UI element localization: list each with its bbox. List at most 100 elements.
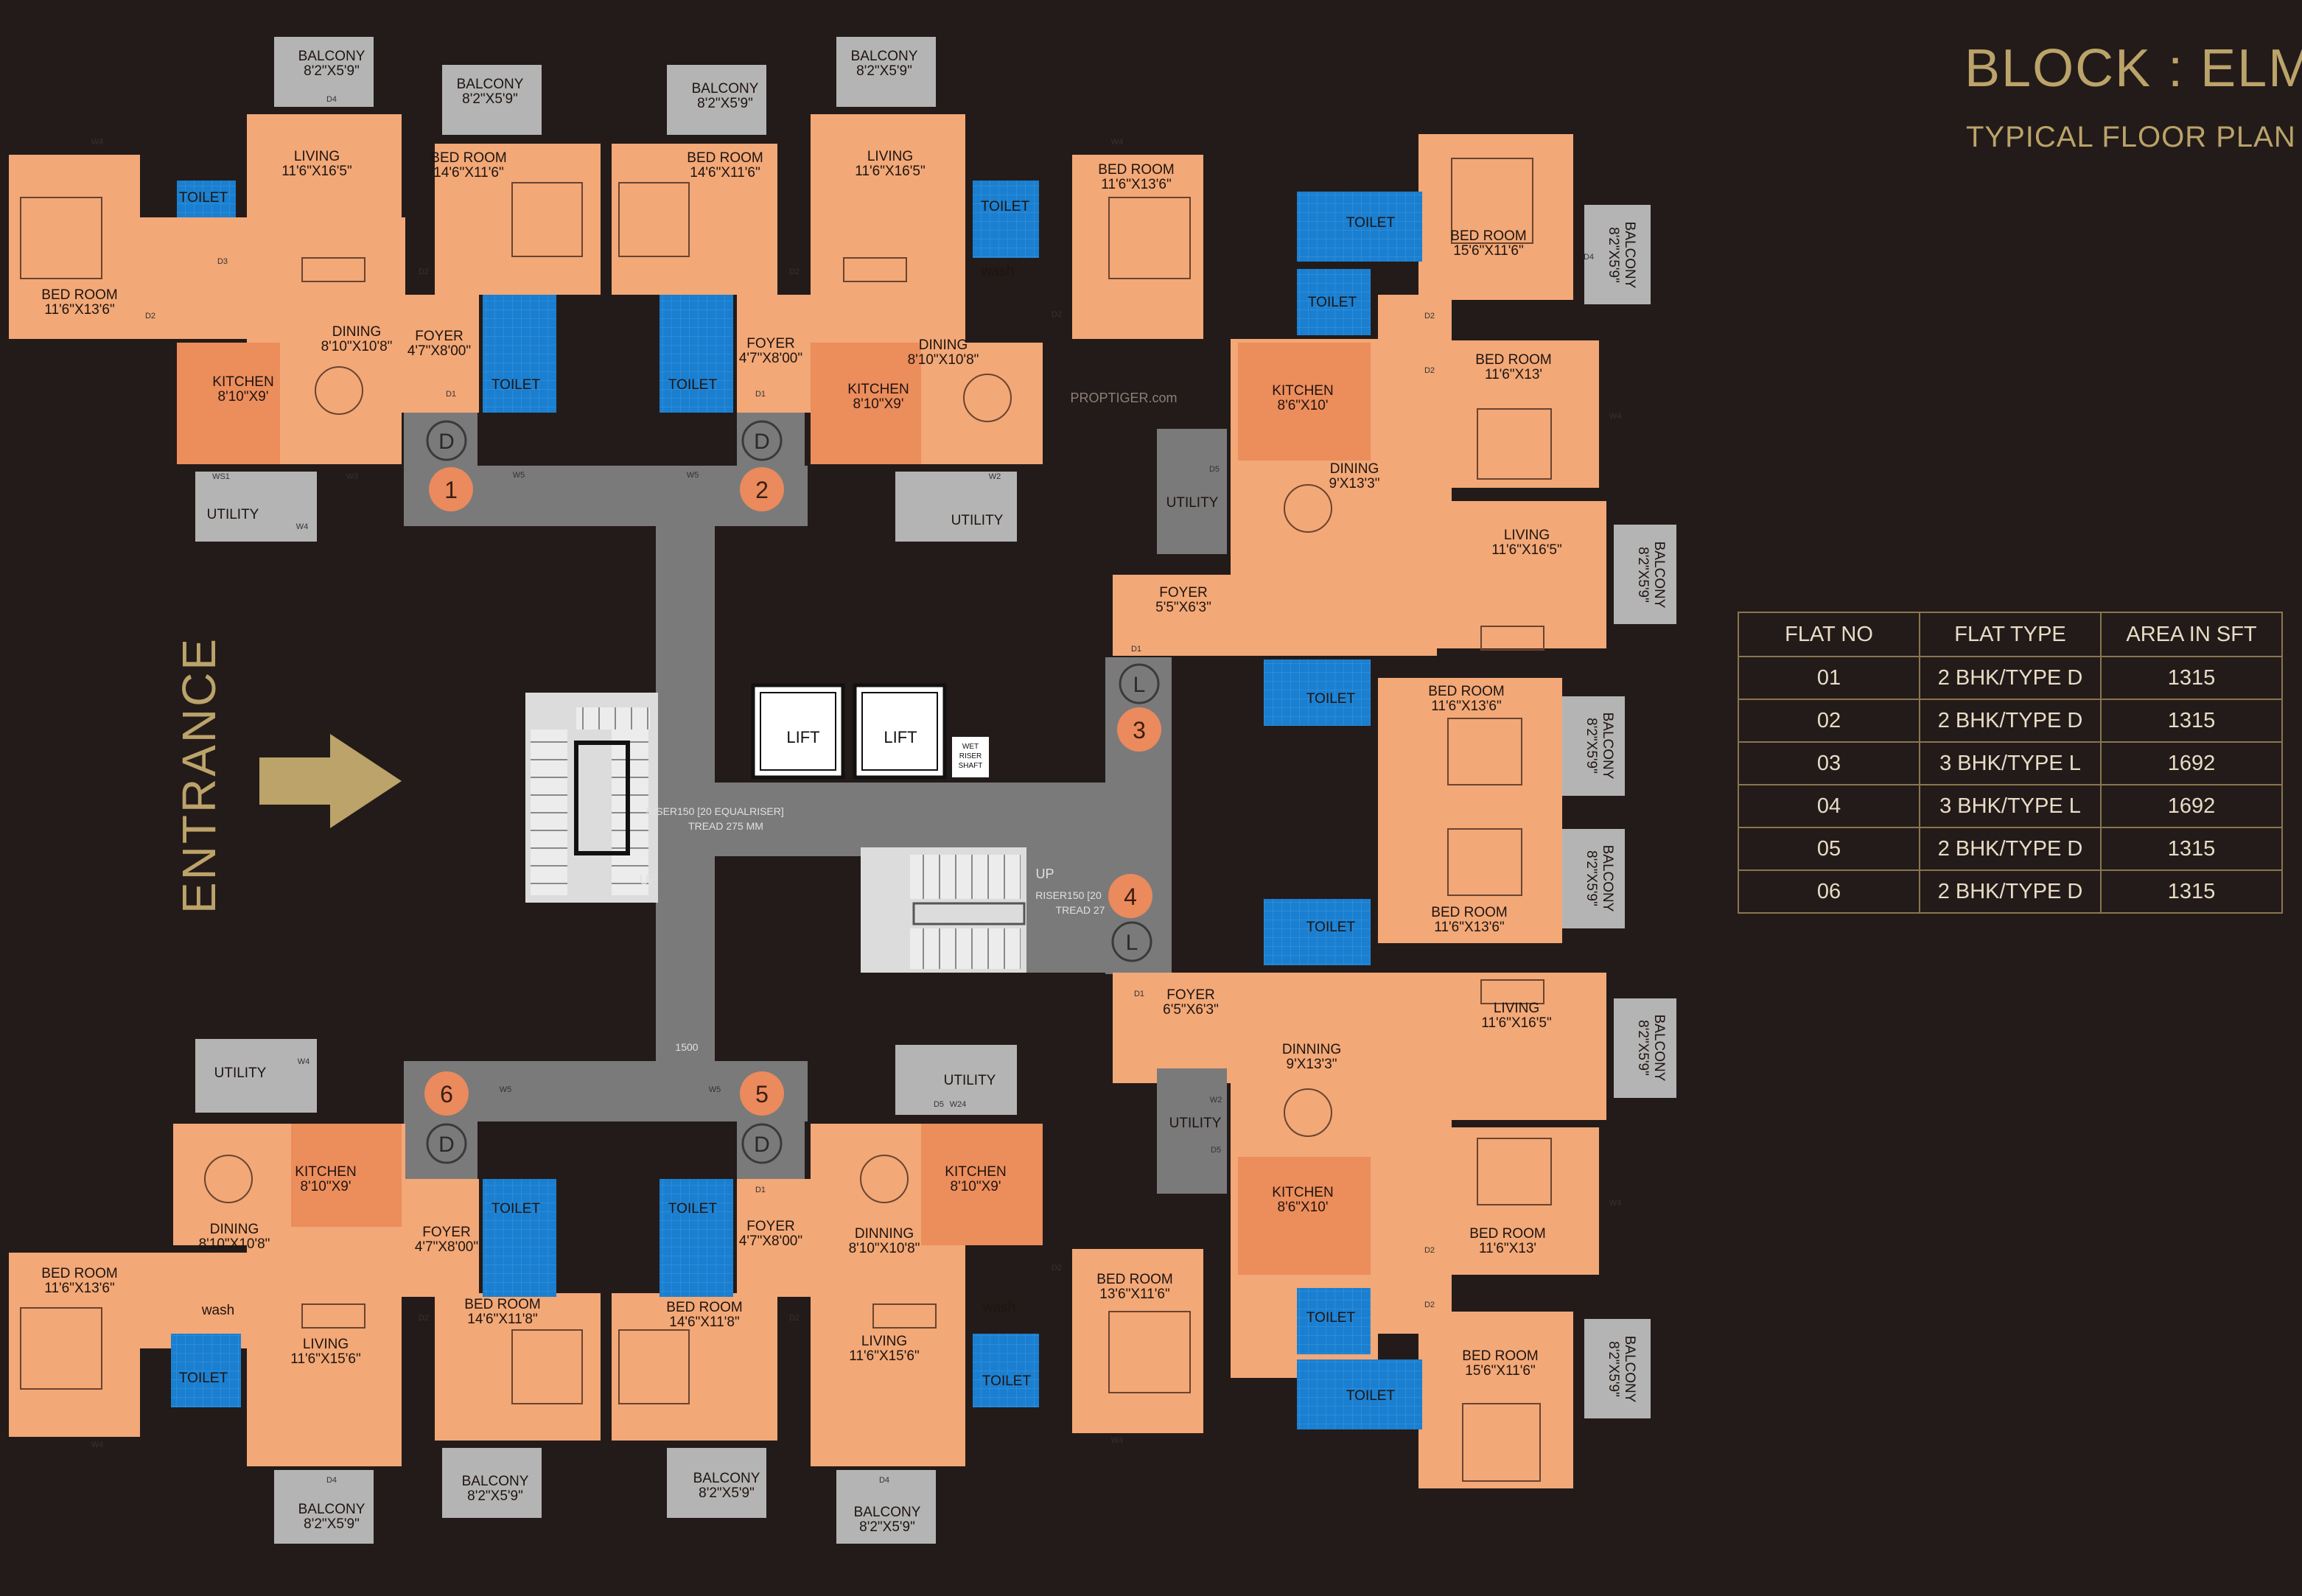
svg-text:11'6"X16'5": 11'6"X16'5" — [281, 164, 351, 179]
svg-text:BED ROOM: BED ROOM — [1096, 1272, 1172, 1287]
svg-text:TOILET: TOILET — [1306, 691, 1356, 707]
svg-text:BED ROOM: BED ROOM — [41, 1266, 117, 1281]
svg-text:8'2"X5'9": 8'2"X5'9" — [1635, 547, 1651, 603]
svg-text:TOILET: TOILET — [1306, 920, 1356, 935]
staircase-west — [525, 693, 658, 903]
window-tag: W2 — [989, 472, 1001, 481]
svg-text:BALCONY: BALCONY — [298, 1502, 365, 1517]
marker-2-label: 2 — [755, 477, 769, 503]
svg-text:8'10"X9': 8'10"X9' — [951, 1179, 1001, 1194]
page-subtitle: TYPICAL FLOOR PLAN — [1966, 121, 2296, 153]
svg-text:wash: wash — [981, 264, 1014, 279]
svg-text:DINING: DINING — [210, 1222, 259, 1237]
flat-05 — [612, 1045, 1203, 1544]
svg-text:wash: wash — [982, 1300, 1015, 1315]
svg-text:BED ROOM: BED ROOM — [666, 1300, 742, 1315]
svg-text:BED ROOM: BED ROOM — [1469, 1226, 1545, 1242]
svg-text:FOYER: FOYER — [746, 336, 794, 351]
svg-text:15'6"X11'6": 15'6"X11'6" — [1465, 1363, 1535, 1379]
door-tag: D2 — [145, 312, 155, 321]
svg-text:BALCONY: BALCONY — [693, 1471, 760, 1486]
svg-text:LIVING: LIVING — [867, 149, 913, 164]
stair-note: RISER150 [20 EQUALRISER] — [646, 805, 784, 817]
svg-text:TOILET: TOILET — [491, 377, 541, 393]
svg-text:DINNING: DINNING — [1282, 1042, 1341, 1057]
door-tag: D1 — [1134, 990, 1144, 998]
svg-text:DINING: DINING — [1330, 461, 1379, 477]
corridor — [404, 413, 1172, 1179]
door-tag: D1 — [755, 1186, 766, 1194]
svg-text:8'2"X5'9": 8'2"X5'9" — [1606, 1341, 1621, 1397]
svg-text:8'2"X5'9": 8'2"X5'9" — [304, 63, 360, 79]
window-tag: W4 — [296, 522, 309, 531]
shaft-label: WET — [962, 743, 979, 751]
svg-text:DINING: DINING — [332, 324, 382, 340]
table-cell: 1315 — [2100, 827, 2283, 871]
window-tag: WS1 — [212, 472, 230, 481]
table-cell: 2 BHK/TYPE D — [1919, 869, 2102, 914]
svg-text:LIVING: LIVING — [303, 1337, 349, 1352]
door-tag: D2 — [789, 1314, 800, 1323]
table-cell: 06 — [1738, 869, 1920, 914]
svg-text:KITCHEN: KITCHEN — [945, 1164, 1006, 1180]
svg-text:KITCHEN: KITCHEN — [847, 382, 909, 397]
stair-note: RISER150 [20 — [1035, 889, 1102, 901]
table-cell: 04 — [1738, 784, 1920, 828]
marker-6: 6 — [424, 1071, 469, 1116]
svg-text:4'7"X8'00": 4'7"X8'00" — [739, 1233, 802, 1249]
svg-text:14'6"X11'8": 14'6"X11'8" — [669, 1315, 739, 1330]
table-header-cell: AREA IN SFT — [2100, 612, 2283, 657]
marker-2: 2 — [740, 467, 784, 511]
svg-text:11'6"X13'6": 11'6"X13'6" — [1101, 177, 1171, 192]
table-cell: 1692 — [2100, 741, 2283, 785]
svg-text:KITCHEN: KITCHEN — [295, 1164, 356, 1180]
svg-text:BED ROOM: BED ROOM — [430, 150, 506, 166]
table-cell: 1315 — [2100, 699, 2283, 743]
window-tag: W4 — [1609, 412, 1622, 421]
svg-text:UTILITY: UTILITY — [1166, 495, 1219, 511]
svg-text:BALCONY: BALCONY — [457, 77, 524, 92]
window-tag: W5 — [687, 471, 699, 480]
svg-text:BALCONY: BALCONY — [692, 81, 759, 97]
svg-text:BED ROOM: BED ROOM — [1431, 905, 1507, 920]
svg-text:BED ROOM: BED ROOM — [1428, 684, 1504, 699]
svg-text:DINING: DINING — [919, 337, 968, 353]
svg-text:BED ROOM: BED ROOM — [1475, 352, 1551, 368]
up-label: UP — [1035, 867, 1054, 881]
table-cell: 03 — [1738, 741, 1920, 785]
window-tag: W4 — [1609, 1199, 1622, 1208]
type-label: D — [438, 430, 455, 454]
shaft-label: RISER — [959, 752, 982, 760]
svg-text:UTILITY: UTILITY — [951, 513, 1004, 528]
svg-text:LIVING: LIVING — [294, 149, 340, 164]
svg-text:11'6"X13': 11'6"X13' — [1485, 367, 1542, 382]
window-tag: W4 — [1111, 138, 1124, 147]
svg-text:8'10"X9': 8'10"X9' — [301, 1179, 351, 1194]
svg-text:14'6"X11'6": 14'6"X11'6" — [690, 165, 760, 181]
svg-text:11'6"X15'6": 11'6"X15'6" — [290, 1351, 360, 1367]
door-tag: D2 — [1052, 1264, 1062, 1273]
table-cell: 01 — [1738, 656, 1920, 700]
svg-text:13'6"X11'6": 13'6"X11'6" — [1099, 1287, 1169, 1302]
flat-03 — [1113, 134, 1676, 656]
svg-text:8'2"X5'9": 8'2"X5'9" — [1584, 718, 1599, 774]
door-tag: D5 — [1211, 1146, 1221, 1155]
svg-text:8'2"X5'9": 8'2"X5'9" — [462, 91, 518, 107]
svg-text:FOYER: FOYER — [1166, 987, 1214, 1003]
door-tag: D2 — [789, 267, 800, 276]
svg-text:BALCONY: BALCONY — [851, 49, 918, 64]
svg-text:11'6"X16'5": 11'6"X16'5" — [855, 164, 925, 179]
door-tag: D2 — [1424, 312, 1435, 321]
door-tag: D4 — [1584, 253, 1594, 262]
svg-text:6'5"X6'3": 6'5"X6'3" — [1163, 1002, 1219, 1018]
lift-label: LIFT — [884, 728, 917, 746]
svg-text:8'10"X10'8": 8'10"X10'8" — [849, 1241, 920, 1256]
type-d-icon — [426, 1123, 467, 1164]
door-tag: D1 — [1131, 645, 1141, 654]
window-tag: W4 — [298, 1057, 310, 1066]
